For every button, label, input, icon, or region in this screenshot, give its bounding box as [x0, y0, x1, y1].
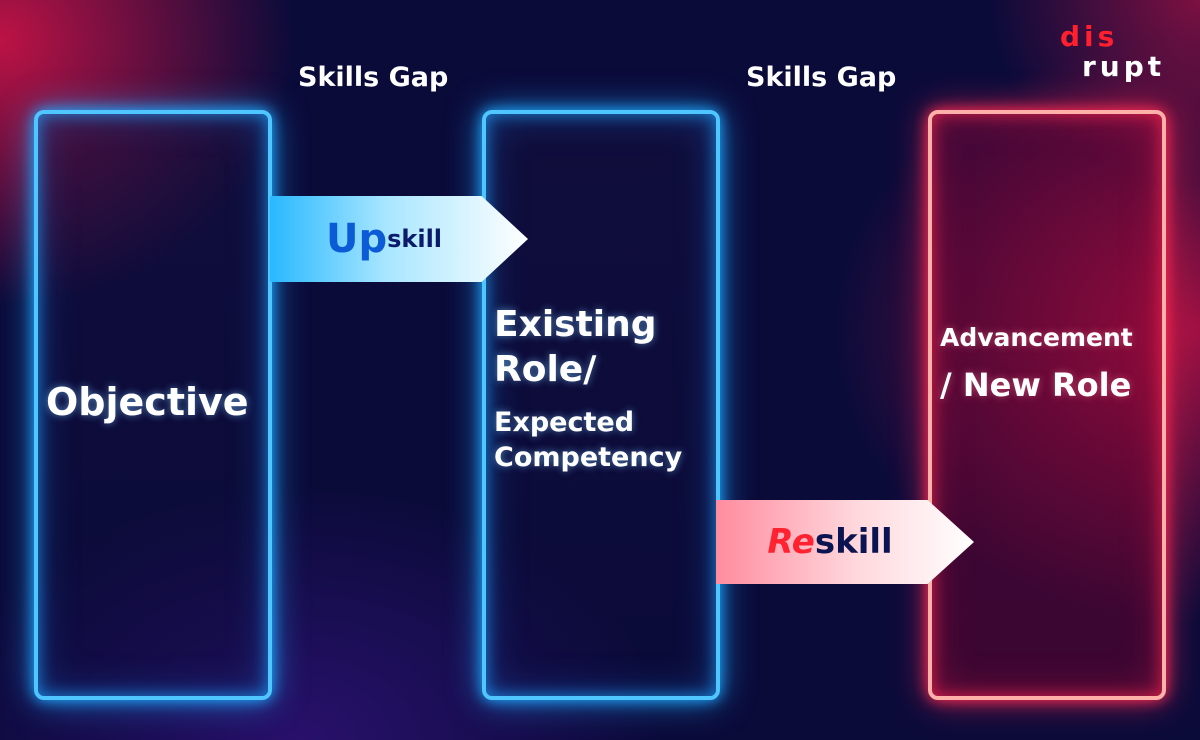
- expected-competency-label-line1: Expected: [494, 407, 635, 438]
- logo-text-top: dis: [1060, 20, 1119, 53]
- objective-box: [34, 110, 272, 700]
- reskill-prefix: Re: [767, 522, 815, 562]
- existing-role-label-line1: Existing: [494, 304, 657, 345]
- skills-gap-label-2: Skills Gap: [746, 62, 897, 93]
- advancement-label-line1: Advancement: [940, 323, 1133, 352]
- advancement-box: [928, 110, 1166, 700]
- reskill-suffix: skill: [814, 522, 893, 562]
- existing-role-box: [482, 110, 720, 700]
- disrupt-logo: dis rupt: [1056, 20, 1176, 86]
- logo-text-bottom: rupt: [1082, 50, 1166, 83]
- upskill-suffix: skill: [387, 225, 443, 253]
- skills-gap-label-1: Skills Gap: [298, 62, 449, 93]
- upskill-prefix: Up: [325, 216, 388, 262]
- objective-label: Objective: [46, 380, 249, 424]
- existing-role-label-line2: Role/: [494, 349, 597, 390]
- expected-competency-label-line2: Competency: [494, 442, 683, 473]
- advancement-label-line2: / New Role: [940, 366, 1132, 404]
